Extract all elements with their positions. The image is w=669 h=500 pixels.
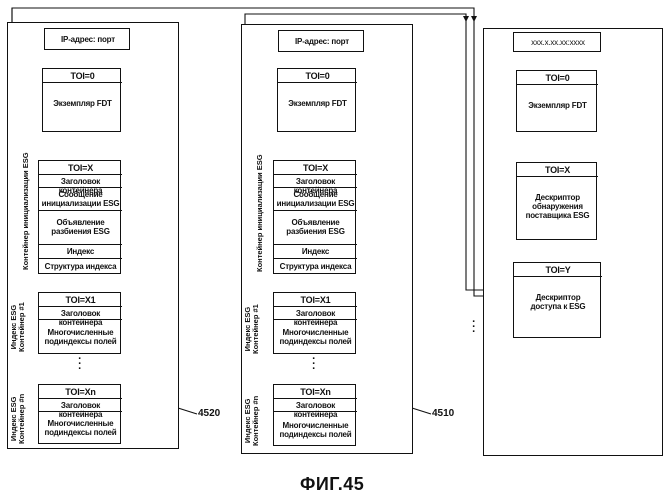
figure-caption: ФИГ.45 xyxy=(300,474,364,495)
middle-address: IP-адрес: порт xyxy=(279,37,365,46)
left-init-side-label: Контейнер инициализации ESG xyxy=(22,152,30,270)
right-fdt-toi: TOI=0 xyxy=(517,73,598,83)
middle-fdt-toi: TOI=0 xyxy=(278,71,357,81)
middle-cn-side-label: Индекс ESG Контейнер #n xyxy=(244,396,260,446)
left-fdt-label: Экземпляр FDT xyxy=(43,99,122,108)
left-c1-row: Заголовок контейнера xyxy=(39,309,122,327)
middle-c1-row: Заголовок контейнера xyxy=(274,309,357,327)
left-cn-row: Заголовок контейнера xyxy=(39,401,122,419)
right-address: xxx.x.xx.xx:xxxx xyxy=(514,38,602,47)
middle-fdt-label: Экземпляр FDT xyxy=(278,99,357,108)
middle-init-row: Структура индекса xyxy=(274,262,357,271)
feed-line-left xyxy=(12,8,474,22)
left-container-1: TOI=X1 Заголовок контейнера Многочисленн… xyxy=(38,292,121,354)
middle-cn-row: Многочисленные подиндексы полей xyxy=(274,421,357,439)
right-address-box: xxx.x.xx.xx:xxxx xyxy=(513,32,601,52)
left-cn-toi: TOI=Xn xyxy=(39,387,122,397)
right-x-label: Дескриптор обнаружения поставщика ESG xyxy=(517,193,598,220)
right-x-toi: TOI=X xyxy=(517,165,598,175)
left-init-row: Индекс xyxy=(39,247,122,256)
middle-cn-row: Заголовок контейнера xyxy=(274,401,357,419)
left-init-toi: TOI=X xyxy=(39,163,122,173)
left-init-row: Структура индекса xyxy=(39,262,122,271)
middle-ref-number: 4510 xyxy=(432,408,454,419)
right-y-label: Дескриптор доступа к ESG xyxy=(514,293,602,311)
middle-init-row: Индекс xyxy=(274,247,357,256)
left-ref-number: 4520 xyxy=(198,408,220,419)
right-fdt-box: TOI=0 Экземпляр FDT xyxy=(516,70,597,132)
middle-init-row: Сообщение инициализации ESG xyxy=(274,190,357,208)
left-container-n: TOI=Xn Заголовок контейнера Многочисленн… xyxy=(38,384,121,444)
middle-c1-side-label: Индекс ESG Контейнер #1 xyxy=(244,304,260,354)
right-ellipsis: ··· xyxy=(471,320,477,335)
middle-fdt-box: TOI=0 Экземпляр FDT xyxy=(277,68,356,132)
left-init-row: Сообщение инициализации ESG xyxy=(39,190,122,208)
middle-c1-toi: TOI=X1 xyxy=(274,295,357,305)
left-c1-toi: TOI=X1 xyxy=(39,295,122,305)
middle-container-n: TOI=Xn Заголовок контейнера Многочисленн… xyxy=(273,384,356,446)
left-c1-row: Многочисленные подиндексы полей xyxy=(39,328,122,346)
right-y-toi: TOI=Y xyxy=(514,265,602,275)
middle-container-1: TOI=X1 Заголовок контейнера Многочисленн… xyxy=(273,292,356,354)
middle-c1-row: Многочисленные подиндексы полей xyxy=(274,328,357,346)
middle-ellipsis: ··· xyxy=(311,357,317,372)
left-init-row: Объявление разбиения ESG xyxy=(39,218,122,236)
left-init-container: TOI=X Заголовок контейнера Сообщение ини… xyxy=(38,160,121,274)
left-address-box: IP-адрес: порт xyxy=(44,28,130,50)
left-address: IP-адрес: порт xyxy=(45,35,131,44)
left-c1-side-label: Индекс ESG Контейнер #1 xyxy=(10,302,26,352)
middle-init-side-label: Контейнер инициализации ESG xyxy=(256,154,264,272)
middle-address-box: IP-адрес: порт xyxy=(278,30,364,52)
middle-init-row: Объявление разбиения ESG xyxy=(274,218,357,236)
right-access-descriptor: TOI=Y Дескриптор доступа к ESG xyxy=(513,262,601,338)
middle-init-toi: TOI=X xyxy=(274,163,357,173)
middle-init-container: TOI=X Заголовок контейнера Сообщение ини… xyxy=(273,160,356,274)
left-fdt-toi: TOI=0 xyxy=(43,71,122,81)
left-cn-side-label: Индекс ESG Контейнер #n xyxy=(10,394,26,444)
right-provider-descriptor: TOI=X Дескриптор обнаружения поставщика … xyxy=(516,162,597,240)
middle-cn-toi: TOI=Xn xyxy=(274,387,357,397)
left-fdt-box: TOI=0 Экземпляр FDT xyxy=(42,68,121,132)
left-ellipsis: ··· xyxy=(77,357,83,372)
left-cn-row: Многочисленные подиндексы полей xyxy=(39,419,122,437)
feed-line-middle xyxy=(245,14,466,24)
right-fdt-label: Экземпляр FDT xyxy=(517,101,598,110)
